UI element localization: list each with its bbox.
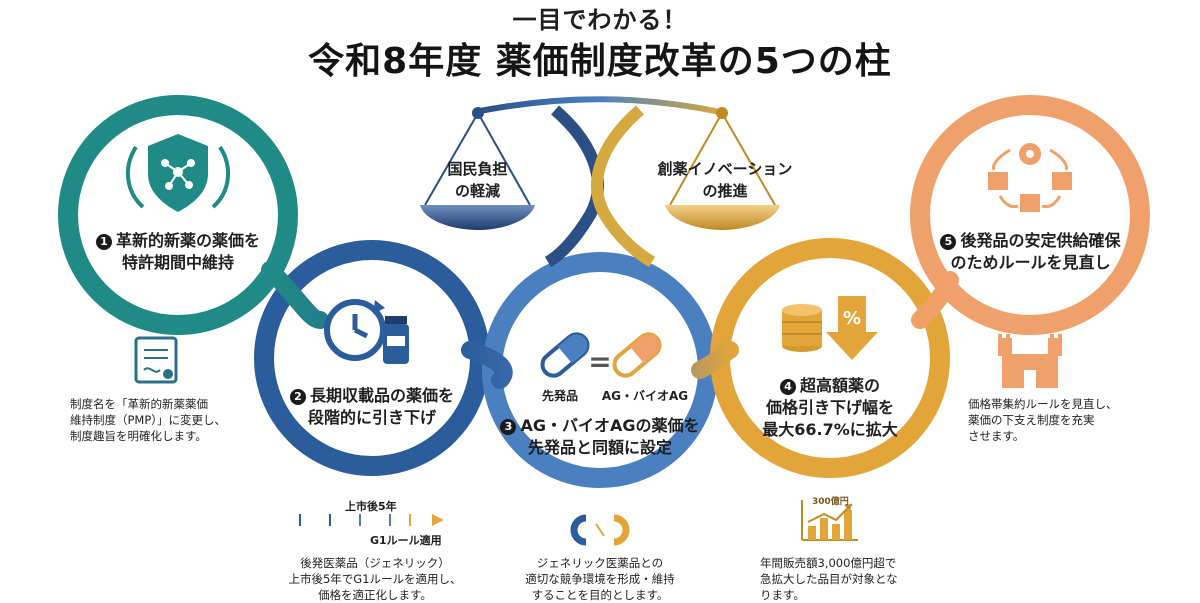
pillar-1-detail-line1: 制度名を「革新的新薬薬価 <box>70 397 208 411</box>
scale-stand-navy <box>544 105 604 268</box>
shield-molecule-icon <box>125 134 231 212</box>
pillar-4-number: 4 <box>779 379 796 395</box>
scale-right-label-line2: の推進 <box>702 182 748 200</box>
pillar-2-line1: 長期収載品の薬価を <box>309 386 454 405</box>
ribbon-connector <box>261 261 959 389</box>
pillar-2-line2: 段階的に引き下げ <box>307 408 436 427</box>
pillar-1-line1: 革新的新薬の薬価を <box>115 231 260 250</box>
pillar-4-line2: 価格引き下げ幅を <box>765 398 894 417</box>
supply-cycle-icon <box>988 143 1072 212</box>
pillar-4-detail-line1: 年間販売額3,000億円超で <box>760 556 897 570</box>
pillar-3-detail-line2: 適切な競争環境を形成・維持 <box>525 572 675 586</box>
coins-percent-down-icon: % <box>782 296 878 360</box>
pillar-4-detail-line2: 急拡大した品目が対象とな <box>760 572 898 586</box>
castle-icon <box>998 334 1062 388</box>
scale-left-label-line2: の軽減 <box>454 182 500 200</box>
pillar-2-detail-line1: 後発医薬品（ジェネリック） <box>300 556 450 570</box>
page-title: 令和8年度 薬価制度改革の5つの柱 <box>308 41 892 82</box>
pillar-3-detail: ジェネリック医薬品との 適切な競争環境を形成・維持 することを目的とします。 <box>505 555 695 603</box>
timeline-arrow <box>290 514 444 526</box>
scale-beam <box>474 96 721 115</box>
chart-value-label: 300億円 <box>812 497 849 507</box>
pillar-3-line1: AG・バイオAGの薬価を <box>520 416 700 435</box>
certificate-scroll-icon <box>134 336 178 384</box>
pillar-5-detail-line3: させます。 <box>968 429 1025 443</box>
pillar-2-detail: 後発医薬品（ジェネリック） 上市後5年でG1ルールを適用し、 価格を適正化します… <box>270 555 480 603</box>
scale-pan-left <box>420 205 535 230</box>
pillar-3-line2: 先発品と同額に設定 <box>527 438 672 457</box>
timeline-bottom-label: G1ルール適用 <box>370 534 442 547</box>
pillar-1-line2: 特許期間中維持 <box>121 253 234 272</box>
magnet-competition-icon <box>570 514 630 546</box>
scale-stand-gold <box>591 105 656 268</box>
balance-scale <box>420 96 780 268</box>
scale-right-label-line1: 創薬イノベーション <box>657 160 793 178</box>
pillar-5-line2: のためルールを見直し <box>950 253 1111 272</box>
pillar-2-number: 2 <box>289 389 306 405</box>
pillar-5-detail: 価格帯集約ルールを見直し、 薬価の下支え制度を充実 させます。 <box>968 396 1148 444</box>
scale-pan-right <box>665 205 780 230</box>
rising-bar-chart-icon <box>801 500 858 541</box>
pillar-1-number: 1 <box>95 234 112 250</box>
pillar-1-detail-line2: 維持制度（PMP）」に変更し、 <box>70 413 227 427</box>
capsule-equals-icon: = <box>540 332 662 378</box>
timeline-top-label: 上市後5年 <box>345 500 397 513</box>
header-subtitle: 一目でわかる！ <box>512 6 688 34</box>
pillar-4-line3: 最大66.7%に拡大 <box>762 420 898 439</box>
pillar-2-detail-line2: 上市後5年でG1ルールを適用し、 <box>288 572 462 586</box>
clock-medicine-bottle-icon <box>324 299 409 364</box>
scale-right-label: 創薬イノベーション の推進 <box>645 158 805 202</box>
loop-pillar-2 <box>254 240 490 476</box>
capsule-label-left: 先発品 <box>541 389 578 403</box>
percent-symbol: % <box>843 308 861 329</box>
pillar-2-detail-line3: 価格を適正化します。 <box>318 588 432 602</box>
pillar-5-detail-line2: 薬価の下支え制度を充実 <box>968 413 1095 427</box>
pillar-5-line1: 後発品の安定供給確保 <box>960 231 1121 250</box>
ribbon-loops <box>58 95 1150 488</box>
pillar-5-number: 5 <box>940 234 957 250</box>
pillar-3-number: 3 <box>500 419 517 435</box>
pillar-5-detail-line1: 価格帯集約ルールを見直し、 <box>968 397 1118 411</box>
pillar-3-detail-line3: することを目的とします。 <box>531 588 669 602</box>
loop-pillar-1 <box>58 95 298 335</box>
equals-sign: = <box>588 345 611 378</box>
pillar-1-detail-line3: 制度趣旨を明確化します。 <box>70 429 207 443</box>
capsule-label-right: AG・バイオAG <box>601 389 689 403</box>
pillar-3-detail-line1: ジェネリック医薬品との <box>536 556 664 570</box>
pillar-1-detail: 制度名を「革新的新薬薬価 維持制度（PMP）」に変更し、 制度趣旨を明確化します… <box>70 396 255 444</box>
loop-pillar-5 <box>910 95 1150 335</box>
pillar-4-line1: 超高額薬の <box>799 376 880 395</box>
scale-left-label-line1: 国民負担 <box>447 160 508 178</box>
pillar-4-detail-line3: ります。 <box>760 588 805 602</box>
scale-left-label: 国民負担 の軽減 <box>420 158 535 202</box>
pillar-4-detail: 年間販売額3,000億円超で 急拡大した品目が対象とな ります。 <box>760 555 940 603</box>
